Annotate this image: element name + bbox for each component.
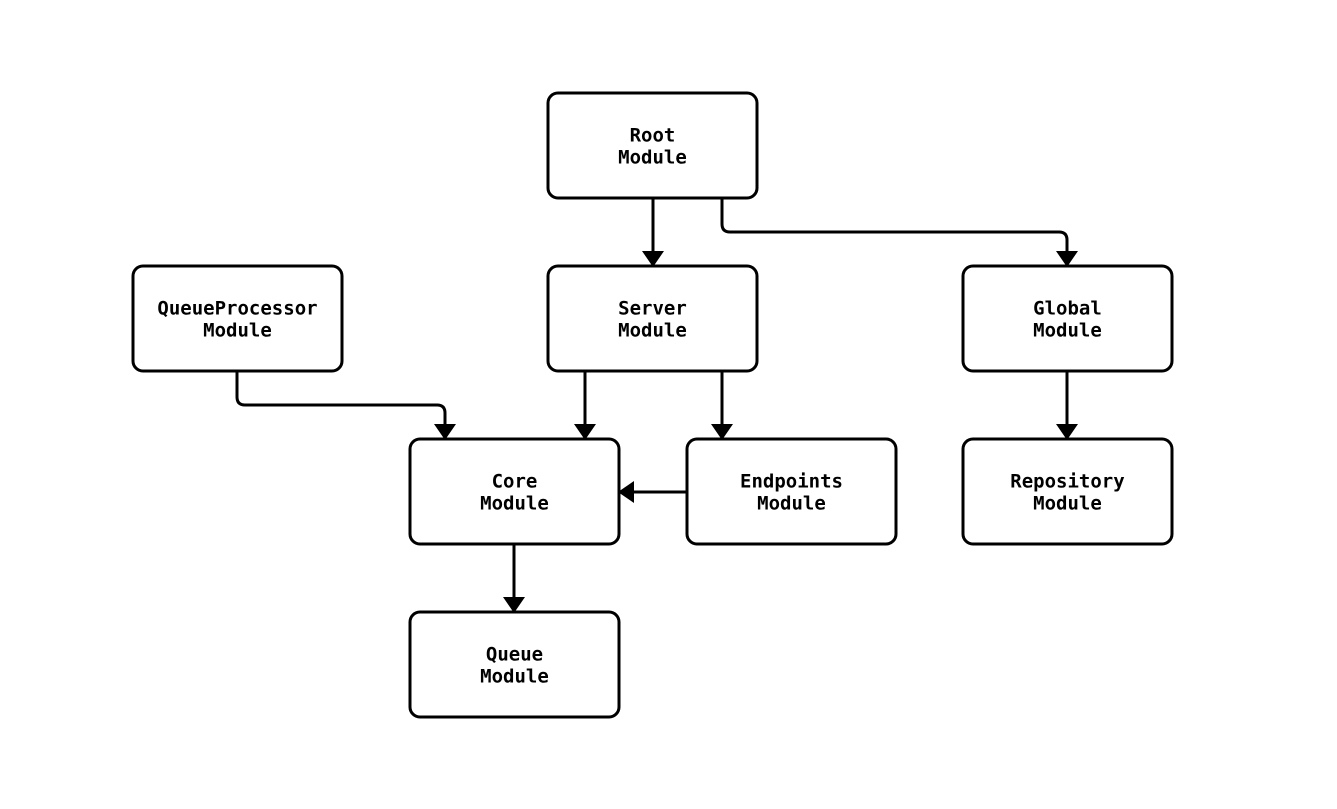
node-queue-box xyxy=(408,610,621,719)
node-label-line: Global xyxy=(1033,298,1102,320)
node-label-line: Repository xyxy=(1010,471,1124,493)
node-label-line: Module xyxy=(757,493,826,515)
node-root-box xyxy=(546,91,759,200)
node-label-line: Endpoints xyxy=(740,471,843,493)
node-label-line: Server xyxy=(618,298,687,320)
node-label-line: Module xyxy=(618,320,687,342)
edge-queue-processor-to-core xyxy=(235,371,456,440)
node-repository-box xyxy=(961,437,1174,546)
node-label-line: Queue xyxy=(486,644,543,666)
node-label-line: Module xyxy=(203,320,272,342)
node-label-line: Module xyxy=(1033,320,1102,342)
node-label-line: Module xyxy=(1033,493,1102,515)
node-queue-processor-box xyxy=(131,264,344,373)
node-label-line: Root xyxy=(630,125,676,147)
node-server-box xyxy=(546,264,759,373)
node-label-line: Module xyxy=(480,666,549,688)
node-global-box xyxy=(961,264,1174,373)
node-label-line: QueueProcessor xyxy=(157,298,317,320)
node-label-line: Module xyxy=(618,147,687,169)
node-label-line: Module xyxy=(480,493,549,515)
node-endpoints-box xyxy=(685,437,898,546)
edge-root-to-global xyxy=(720,198,1078,267)
edges-layer xyxy=(235,198,1078,613)
node-core-box xyxy=(408,437,621,546)
node-label-line: Core xyxy=(492,471,538,493)
